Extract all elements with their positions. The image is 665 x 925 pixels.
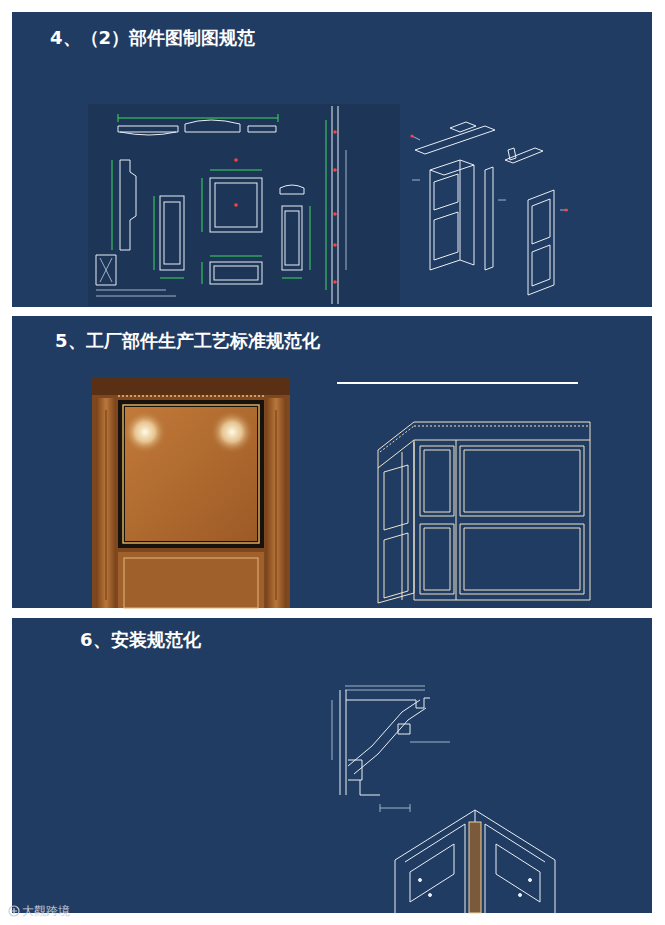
install-section — [332, 686, 555, 913]
panel-ground — [12, 316, 652, 608]
cabinet-photo — [92, 377, 290, 608]
panel-band: 6、安装规范化 — [12, 618, 652, 913]
watermark-icon — [9, 906, 19, 916]
panel-heading: 6、安装规范化 — [80, 628, 201, 651]
wall-panel-drawing — [378, 422, 590, 603]
cad-drawing — [88, 104, 568, 306]
rule-line — [337, 382, 578, 384]
panel-ground — [12, 618, 652, 913]
panel-heading: 4、（2）部件图制图规范 — [50, 26, 255, 49]
watermark: 大觀跨境 — [22, 904, 70, 918]
panel-ground — [12, 12, 652, 307]
panel-band: 5、工厂部件生产工艺标准规范化 — [12, 316, 652, 608]
panel-heading: 5、工厂部件生产工艺标准规范化 — [55, 329, 320, 352]
panel-band: 4、（2）部件图制图规范 — [12, 12, 652, 307]
